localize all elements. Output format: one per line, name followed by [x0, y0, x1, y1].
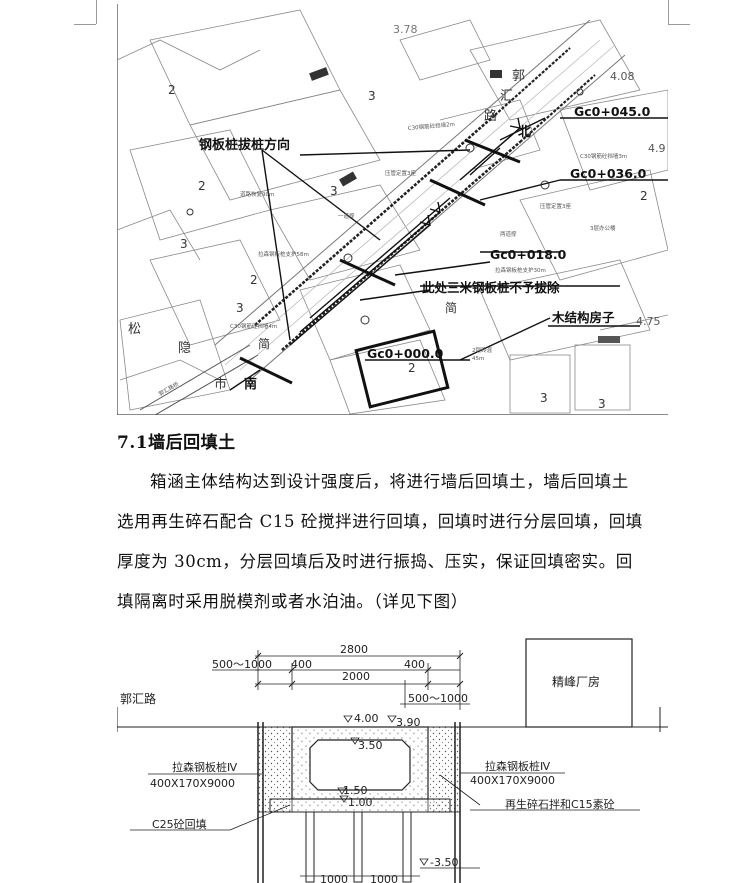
map-num: 3 — [236, 301, 244, 315]
svg-text:道路恢复90m: 道路恢复90m — [240, 190, 274, 198]
map-elev-378: 3.78 — [393, 23, 418, 36]
label-wood-house: 木结构房子 — [551, 310, 615, 325]
dim-total: 2800 — [340, 643, 368, 656]
factory-building — [525, 638, 633, 728]
svg-text:拉森钢板桩支护30m: 拉森钢板桩支护30m — [495, 266, 546, 274]
label-station-18: Gc0+018.0 — [490, 247, 567, 262]
map-num: 3 — [598, 397, 606, 411]
pile-left-name: 拉森钢板桩Ⅳ — [172, 760, 238, 774]
crop-mark-left — [96, 0, 97, 24]
crop-mark-left-h — [74, 24, 96, 25]
svg-text:45m: 45m — [472, 356, 484, 362]
map-road-guo: 郭 — [512, 68, 525, 84]
base-label: C25砼回填 — [152, 817, 207, 831]
elev-base: 1.00 — [348, 796, 373, 809]
dim-right-range: 500～1000 — [408, 692, 468, 705]
site-plan-figure: C30钢筋砼挡墙2m C30钢筋砼挡墙3m 压管定置3座 压管定置3座 道路恢复… — [117, 4, 668, 415]
map-num: 3 — [368, 89, 376, 103]
map-elev-49: 4.9 — [648, 142, 666, 155]
dim-left-wall: 400 — [291, 658, 312, 671]
section-heading: 7.1墙后回填土 — [117, 433, 236, 453]
svg-text:拉森钢板桩支护58m: 拉森钢板桩支护58m — [258, 250, 309, 258]
pile-right-name: 拉森钢板桩Ⅳ — [485, 759, 551, 773]
pile-left-spec: 400X170X9000 — [150, 777, 235, 790]
dim-bottom-2: 1000 — [370, 873, 398, 883]
map-char-yin: 隐 — [178, 341, 191, 356]
svg-text:两道撑: 两道撑 — [500, 230, 517, 238]
label-pile-direction: 钢板桩拔桩方向 — [199, 137, 290, 153]
backfill-left — [257, 726, 293, 813]
wood-house-outline — [354, 329, 450, 409]
factory-label: 精峰厂房 — [552, 674, 600, 689]
elev-top-right: 3.90 — [396, 716, 421, 729]
map-char-shi: 市 — [214, 376, 227, 392]
label-station-0: Gc0+000.0 — [367, 346, 444, 361]
map-num: 2 — [408, 361, 416, 375]
dimension-lines — [212, 650, 470, 710]
map-char-song: 松 — [128, 322, 141, 337]
map-char-jian: 简 — [258, 337, 270, 351]
svg-text:压管定置3座: 压管定置3座 — [385, 169, 416, 177]
pile-right-spec: 400X170X9000 — [470, 774, 555, 787]
map-num: 3 — [540, 391, 548, 405]
crop-mark-right — [668, 0, 669, 24]
elev-inner-top: 3.50 — [358, 739, 383, 752]
svg-text:压管定置3座: 压管定置3座 — [540, 202, 571, 210]
svg-text:C30钢筋砼挡墙2m: C30钢筋砼挡墙2m — [407, 120, 455, 132]
map-road-lu: 路 — [484, 108, 497, 124]
paragraph-line: 选用再生碎石配合 C15 砼搅拌进行回填，回填时进行分层回填，回填 — [117, 512, 643, 531]
map-elev-475: 4.75 — [636, 315, 661, 328]
label-south: 南 — [244, 376, 257, 392]
base-slab — [269, 798, 451, 813]
dim-right-wall: 400 — [404, 658, 425, 671]
direction-arrows — [289, 117, 521, 346]
map-char-jian2: 简 — [445, 301, 457, 315]
label-station-45: Gc0+045.0 — [574, 104, 651, 119]
map-num: 2 — [640, 189, 648, 203]
elev-pile-tip: -3.50 — [430, 856, 458, 869]
dim-left-range: 500～1000 — [212, 658, 272, 671]
map-road-hui: 汇 — [500, 89, 513, 104]
svg-text:2层砖混: 2层砖混 — [472, 346, 492, 354]
svg-text:C30钢筋砼挡墙4m: C30钢筋砼挡墙4m — [230, 322, 277, 330]
backfill-right — [427, 726, 461, 813]
road-name: 郭汇路 — [120, 691, 156, 706]
map-num: 2 — [168, 83, 176, 97]
paragraph-line: 厚度为 30cm，分层回填后及时进行振捣、压实，保证回填密实。回 — [117, 552, 633, 571]
label-no-removal: 此处三米钢板桩不予拔除 — [422, 280, 560, 295]
map-num: 2 — [198, 179, 206, 193]
svg-text:C30钢筋砼挡墙3m: C30钢筋砼挡墙3m — [580, 152, 627, 160]
elev-top-left: 4.00 — [354, 712, 379, 725]
paragraph-line: 箱涵主体结构达到设计强度后，将进行墙后回填土，墙后回填土 — [150, 472, 629, 491]
callout-lines — [229, 117, 668, 391]
map-elev-408: 4.08 — [610, 70, 635, 83]
culvert-opening — [309, 739, 411, 791]
label-station-36: Gc0+036.0 — [570, 166, 647, 181]
map-num: 3 — [180, 237, 188, 251]
section-paragraph: 箱涵主体结构达到设计强度后，将进行墙后回填土，墙后回填土 选用再生碎石配合 C1… — [117, 462, 677, 622]
map-num: 3 — [330, 184, 338, 198]
elev-inner-bottom: 1.50 — [343, 784, 368, 797]
dim-inner: 2000 — [342, 670, 370, 683]
dim-bottom-1: 1000 — [320, 873, 348, 883]
svg-text:3层办公楼: 3层办公楼 — [590, 224, 616, 232]
paragraph-line: 填隔离时采用脱模剂或者水泊油。（详见下图） — [117, 592, 468, 611]
label-north: 北 — [518, 125, 531, 140]
backfill-label: 再生碎石拌和C15素砼 — [505, 797, 615, 811]
crop-mark-right-h — [668, 24, 690, 25]
svg-text:一道撑: 一道撑 — [338, 212, 355, 220]
box-culvert — [291, 726, 429, 800]
map-num: 2 — [250, 273, 258, 287]
